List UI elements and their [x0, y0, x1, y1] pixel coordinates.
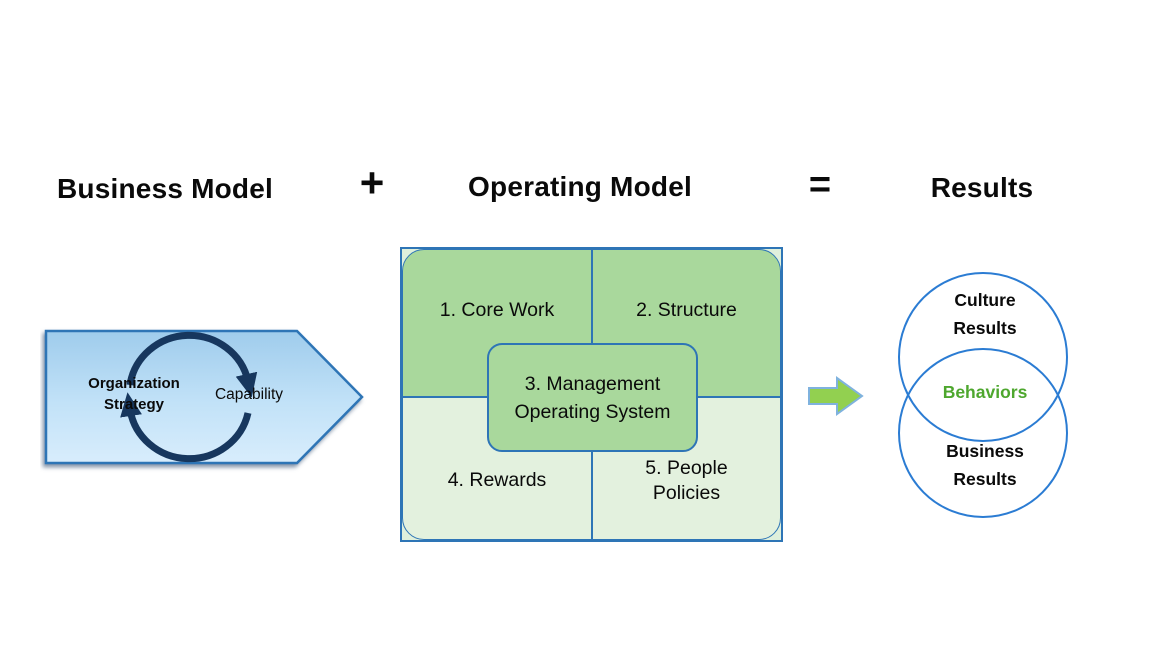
business-model-shape: Organization Strategy Capability	[40, 323, 370, 473]
behaviors-label: Behaviors	[942, 382, 1028, 402]
green-arrow-icon	[808, 376, 864, 416]
operating-model-grid: 1. Core Work 2. Structure 4. Rewards 5. …	[400, 247, 783, 542]
plus-sign: +	[359, 159, 385, 206]
cell-core-work-label: 1. Core Work	[439, 298, 555, 321]
results-title: Results	[930, 172, 1034, 203]
business-results-label: Business Results	[946, 441, 1024, 489]
capability-label: Capability	[214, 386, 284, 403]
pentagon-arrow-shape	[44, 329, 364, 465]
organization-strategy-label: Organization Strategy	[88, 375, 180, 413]
operating-model-title: Operating Model	[468, 171, 692, 202]
equals-sign: =	[808, 164, 832, 206]
results-venn: Culture Results Behaviors Business Resul…	[897, 270, 1073, 520]
cell-structure-label: 2. Structure	[636, 298, 737, 321]
cell-rewards-label: 4. Rewards	[447, 469, 547, 491]
management-operating-system-label: 3. Management Operating System	[514, 372, 671, 423]
business-model-title: Business Model	[57, 173, 273, 204]
culture-results-label: Culture Results	[953, 290, 1017, 338]
pentagon-arrow-body	[44, 329, 364, 465]
cycle-arrows-icon	[120, 331, 258, 463]
cell-people-policies-label: 5. People Policies	[645, 456, 728, 504]
business-results-circle	[898, 348, 1068, 518]
management-operating-system-box: 3. Management Operating System	[487, 343, 698, 452]
